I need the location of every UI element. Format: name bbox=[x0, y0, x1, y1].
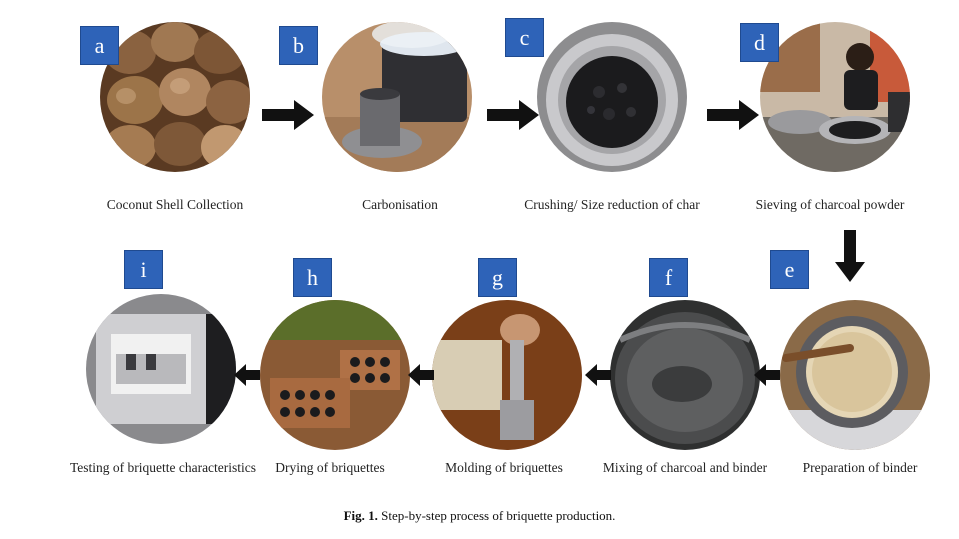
carbonisation-photo bbox=[322, 22, 472, 172]
mixing-photo bbox=[610, 300, 760, 450]
step-caption-d: Sieving of charcoal powder bbox=[755, 197, 905, 212]
step-caption-a: Coconut Shell Collection bbox=[106, 197, 244, 212]
molding-photo bbox=[432, 300, 582, 450]
testing-furnace-photo bbox=[86, 294, 236, 444]
step-badge-g: g bbox=[478, 258, 517, 297]
arrow-left-icon bbox=[234, 364, 260, 386]
step-caption-c: Crushing/ Size reduction of char bbox=[524, 197, 700, 212]
arrow-left-icon bbox=[408, 364, 434, 386]
arrow-right-icon bbox=[487, 100, 539, 130]
arrow-down-icon bbox=[835, 230, 865, 282]
crushed-char-photo bbox=[537, 22, 687, 172]
arrow-left-icon bbox=[585, 364, 611, 386]
figure-label: Fig. 1. bbox=[343, 508, 378, 523]
step-badge-f: f bbox=[649, 258, 688, 297]
step-badge-h: h bbox=[293, 258, 332, 297]
step-caption-b: Carbonisation bbox=[362, 197, 438, 212]
step-caption-e: Preparation of binder bbox=[802, 460, 918, 475]
binder-preparation-photo bbox=[780, 300, 930, 450]
step-badge-d: d bbox=[740, 23, 779, 62]
arrow-right-icon bbox=[262, 100, 314, 130]
step-caption-i: Testing of briquette characteristics bbox=[69, 460, 257, 475]
sieving-photo bbox=[760, 22, 910, 172]
arrow-left-icon bbox=[754, 364, 780, 386]
step-caption-g: Molding of briquettes bbox=[445, 460, 563, 475]
drying-briquettes-photo bbox=[260, 300, 410, 450]
figure-caption: Fig. 1. Step-by-step process of briquett… bbox=[0, 508, 959, 524]
coconut-shells-photo bbox=[100, 22, 250, 172]
step-badge-e: e bbox=[770, 250, 809, 289]
figure-text: Step-by-step process of briquette produc… bbox=[381, 508, 616, 523]
step-badge-a: a bbox=[80, 26, 119, 65]
arrow-right-icon bbox=[707, 100, 759, 130]
step-badge-c: c bbox=[505, 18, 544, 57]
step-caption-h: Drying of briquettes bbox=[275, 460, 385, 475]
step-badge-i: i bbox=[124, 250, 163, 289]
step-caption-f: Mixing of charcoal and binder bbox=[602, 460, 768, 475]
step-badge-b: b bbox=[279, 26, 318, 65]
